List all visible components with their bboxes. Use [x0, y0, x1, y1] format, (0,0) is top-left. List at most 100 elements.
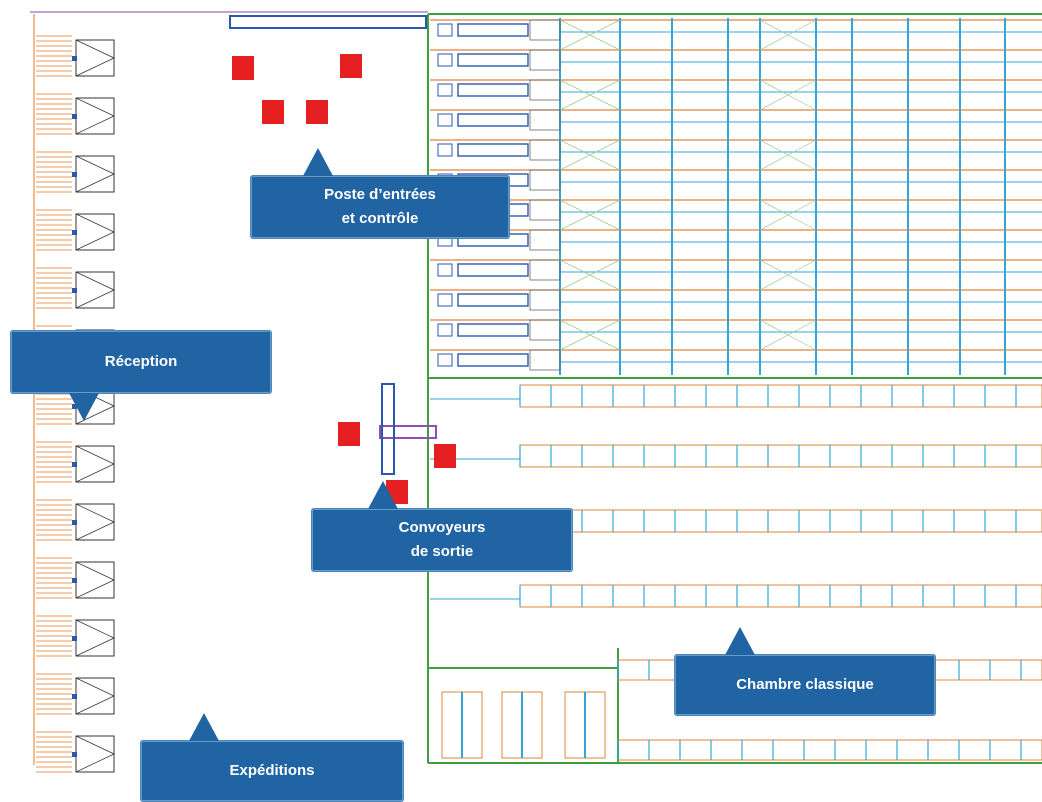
dock-door-line [75, 521, 115, 541]
machine-block [306, 100, 328, 124]
conveyor-machines [229, 15, 456, 504]
conveyor-lane [457, 293, 529, 307]
dock-bay [36, 615, 115, 657]
lower-rack-row [519, 584, 1042, 608]
dock-marker [72, 578, 77, 583]
callout-shipping: Expéditions [140, 713, 404, 802]
machine-block [262, 100, 284, 124]
conveyor-segment [229, 15, 427, 29]
dock-marker [72, 230, 77, 235]
conveyor-cell [437, 353, 453, 367]
conveyor-cell [437, 83, 453, 97]
dock-bay [36, 499, 115, 541]
pallet-slot [529, 169, 561, 191]
dock-bay [36, 267, 115, 309]
dock-door-line [75, 97, 115, 117]
dock-door [75, 503, 115, 541]
conveyor-lane [457, 113, 529, 127]
callout-entry-station: Poste d’entrées et contrôle [250, 148, 510, 239]
dock-door-line [75, 735, 115, 755]
dock-bay [36, 35, 115, 77]
dock-door-line [75, 115, 115, 135]
conveyor-lane [457, 143, 529, 157]
callout-classic-chamber-label: Chambre classique [736, 676, 874, 693]
callout-reception: Réception [10, 330, 272, 421]
dock-bay [36, 441, 115, 483]
pallet-slot [529, 259, 561, 281]
dock-marker [72, 114, 77, 119]
conveyor-cell [437, 113, 453, 127]
dock-door-line [75, 619, 115, 639]
dock-door [75, 271, 115, 309]
callout-exit-conveyors: Convoyeurs de sortie [311, 481, 573, 572]
dock-door [75, 39, 115, 77]
conveyor-lane [457, 83, 529, 97]
dock-door-line [75, 463, 115, 483]
dock-door-line [75, 271, 115, 291]
conveyor-lane [457, 323, 529, 337]
machine-block [434, 444, 456, 468]
dock-door-line [75, 155, 115, 175]
dock-door-line [75, 445, 115, 465]
conveyor-segment [379, 425, 437, 439]
dock-bay [36, 673, 115, 715]
pallet-slot [529, 289, 561, 311]
pallet-slot [529, 79, 561, 101]
dock-door-line [75, 57, 115, 77]
dock-marker [72, 462, 77, 467]
dock-door-line [75, 579, 115, 599]
lower-rack-row [617, 739, 1042, 761]
pallet-slot [529, 199, 561, 221]
rack-brace [559, 259, 621, 291]
dock-door-line [75, 231, 115, 251]
machine-block [340, 54, 362, 78]
rack-brace [759, 19, 817, 51]
conveyor-cell [437, 23, 453, 37]
rack-brace [759, 79, 817, 111]
callout-shipping-label: Expéditions [229, 762, 315, 779]
callout-entry-station-label: Poste d’entrées et contrôle [324, 186, 436, 227]
dock-door [75, 213, 115, 251]
dock-door-line [75, 753, 115, 773]
dock-door-line [75, 503, 115, 523]
dock-bay [36, 557, 115, 599]
callout-exit-conveyors-label: Convoyeurs de sortie [398, 519, 486, 560]
rack-brace [759, 139, 817, 171]
pallet-slot [529, 19, 561, 41]
pallet-slot [529, 49, 561, 71]
dock-door-line [75, 213, 115, 233]
rack-brace [559, 139, 621, 171]
rack-brace [559, 79, 621, 111]
dock-door [75, 97, 115, 135]
rack-brace [759, 319, 817, 351]
rack-brace [559, 199, 621, 231]
dock-door [75, 677, 115, 715]
dock-marker [72, 288, 77, 293]
conveyor-segment [381, 383, 395, 475]
dock-door-line [75, 561, 115, 581]
machine-block [338, 422, 360, 446]
conveyor-lane [457, 23, 529, 37]
conveyor-lane [457, 263, 529, 277]
dock-marker [72, 172, 77, 177]
dock-door [75, 735, 115, 773]
callout-classic-chamber: Chambre classique [674, 627, 936, 716]
dock-marker [72, 520, 77, 525]
dock-marker [72, 56, 77, 61]
pallet-slot [529, 229, 561, 251]
conveyor-cell [437, 53, 453, 67]
pallet-slot [529, 109, 561, 131]
dock-marker [72, 694, 77, 699]
dock-door [75, 561, 115, 599]
dock-bay [36, 209, 115, 251]
upper-rack-area [430, 18, 1042, 375]
lower-rack-row [519, 384, 1042, 408]
rack-brace [759, 199, 817, 231]
conveyor-cell [437, 263, 453, 277]
dock-door [75, 155, 115, 193]
dock-marker [72, 752, 77, 757]
callout-reception-label: Réception [104, 353, 178, 370]
machine-block [232, 56, 254, 80]
rack-brace [559, 319, 621, 351]
dock-door [75, 619, 115, 657]
